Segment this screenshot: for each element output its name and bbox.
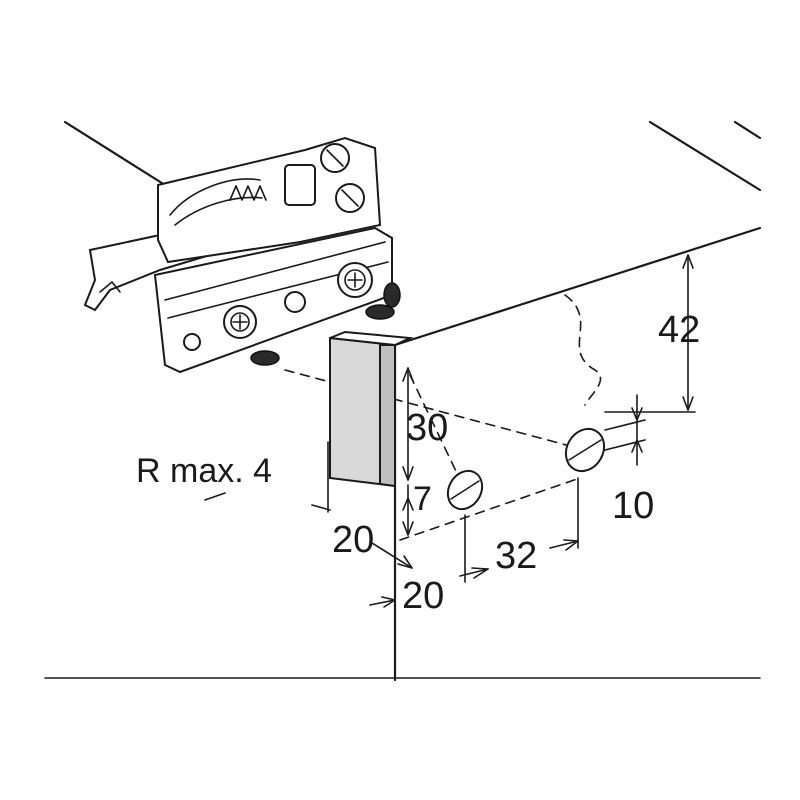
dim-20-left-label: 20 (332, 519, 374, 561)
mounting-block (329, 330, 414, 488)
dim-7-label: 7 (413, 480, 432, 518)
dim-10-label: 10 (612, 485, 654, 527)
dim-20-bottom-label: 20 (402, 575, 444, 617)
hinge-mechanism (83, 136, 401, 374)
drill-holes (446, 427, 606, 511)
dim-30-label: 30 (406, 407, 448, 449)
spring-icon (229, 185, 267, 201)
dimension-labels: 42 30 R max. 4 7 10 20 32 20 (136, 309, 700, 617)
dim-42-label: 42 (658, 309, 700, 351)
dim-radius-label: R max. 4 (136, 452, 272, 490)
dimension-lines (204, 254, 696, 608)
dim-32-label: 32 (495, 535, 537, 577)
